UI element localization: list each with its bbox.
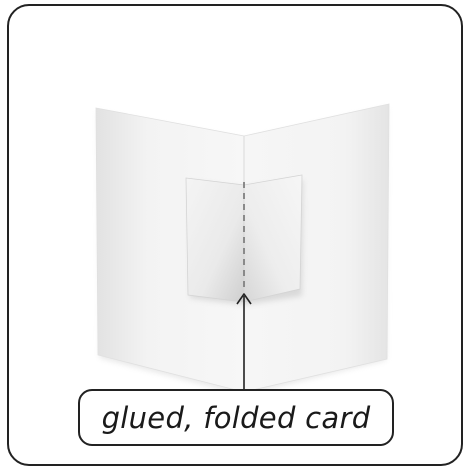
- inner-card-right-panel: [243, 174, 303, 303]
- inner-card-left-panel: [185, 177, 245, 303]
- caption-label: glued, folded card: [78, 389, 394, 446]
- callout-arrow-head: [236, 293, 252, 305]
